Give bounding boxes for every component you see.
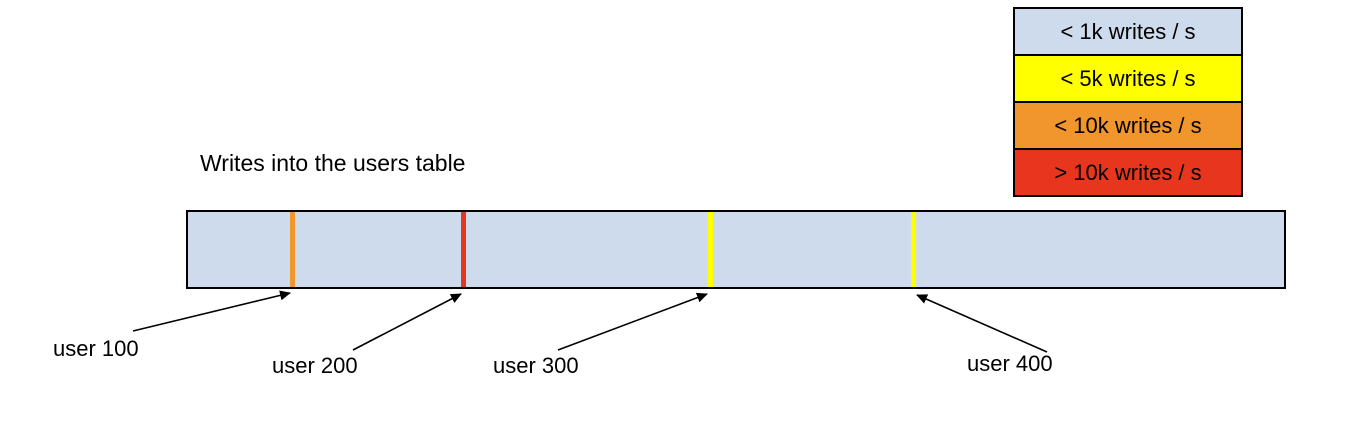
users-table-bar	[186, 210, 1286, 289]
legend-item: > 10k writes / s	[1015, 150, 1241, 195]
legend-item: < 5k writes / s	[1015, 56, 1241, 103]
legend-item: < 10k writes / s	[1015, 103, 1241, 150]
user-label: user 400	[967, 351, 1053, 376]
write-hotspot-marker	[911, 212, 916, 287]
pointer-arrow	[352, 293, 462, 351]
write-hotspot-marker	[461, 212, 466, 287]
legend-item-label: < 10k writes / s	[1054, 113, 1202, 138]
diagram-title: Writes into the users table	[200, 150, 466, 176]
legend: < 1k writes / s < 5k writes / s < 10k writ…	[1013, 7, 1243, 197]
legend-item: < 1k writes / s	[1015, 9, 1241, 56]
pointer-arrow	[132, 290, 291, 332]
user-label: user 300	[493, 353, 579, 378]
legend-item-label: < 1k writes / s	[1060, 19, 1196, 44]
legend-item-label: > 10k writes / s	[1054, 160, 1202, 185]
user-label: user 100	[53, 336, 139, 361]
pointer-arrow	[916, 294, 1048, 353]
arrows-group	[132, 290, 1048, 353]
write-hotspot-marker	[708, 212, 713, 287]
legend-item-label: < 5k writes / s	[1060, 66, 1196, 91]
user-label: user 200	[272, 353, 358, 378]
write-hotspot-marker	[290, 212, 295, 287]
pointer-arrow	[557, 292, 708, 351]
